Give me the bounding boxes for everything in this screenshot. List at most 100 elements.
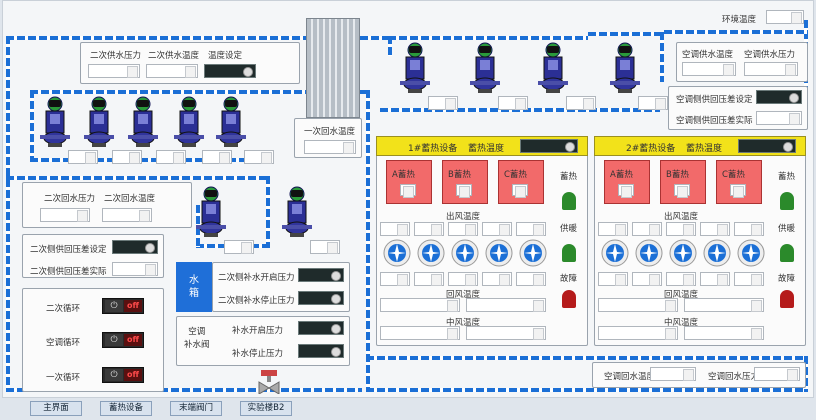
tank-start-pressure-input[interactable] [298, 268, 344, 282]
fan-status-field[interactable] [482, 272, 512, 286]
nav-main-button[interactable]: 主界面 [30, 401, 82, 416]
fan-status-field[interactable] [516, 272, 546, 286]
pump-status-field[interactable] [244, 150, 274, 164]
out-temp-field[interactable] [598, 222, 628, 236]
ac-valve-start-input[interactable] [298, 321, 344, 335]
mid-temp-field[interactable] [684, 326, 764, 340]
ac-valve-stop-input[interactable] [298, 344, 344, 358]
out-temp-field[interactable] [666, 222, 696, 236]
temp-setting-input[interactable] [204, 64, 256, 78]
fan-status-field[interactable] [448, 272, 478, 286]
secondary-return-pressure-field[interactable] [40, 208, 90, 222]
return-temp-field[interactable] [380, 298, 460, 312]
primary-return-temp-field[interactable] [304, 140, 356, 154]
circ-ac-switch[interactable]: ⏻off [102, 332, 144, 348]
fan-icon[interactable] [600, 238, 630, 268]
secondary-diff-setting-input[interactable] [112, 240, 158, 254]
pump-icon[interactable] [196, 186, 226, 238]
tank-stop-pressure-label: 二次侧补水停止压力 [218, 296, 295, 306]
fan-status-field[interactable] [632, 272, 662, 286]
pump-icon[interactable] [282, 186, 312, 238]
ac-return-pressure-field[interactable] [754, 367, 800, 381]
secondary-supply-temp-field[interactable] [146, 64, 198, 78]
secondary-return-temp-field[interactable] [102, 208, 152, 222]
return-temp-field[interactable] [598, 298, 678, 312]
tank-stop-pressure-input[interactable] [298, 291, 344, 305]
return-temp-field[interactable] [684, 298, 764, 312]
fan-status-field[interactable] [380, 272, 410, 286]
ac-supply-pressure-field[interactable] [744, 62, 798, 76]
heater-toggle[interactable] [400, 184, 416, 198]
water-tank[interactable]: 水箱 [176, 262, 212, 312]
pump-status-field[interactable] [310, 240, 340, 254]
out-temp-field[interactable] [516, 222, 546, 236]
heater-toggle[interactable] [730, 184, 746, 198]
nav-valve-button[interactable]: 末端阀门 [170, 401, 222, 416]
ac-diff-actual-field[interactable] [756, 111, 802, 125]
status-heat-lamp [562, 192, 576, 210]
fan-status-field[interactable] [598, 272, 628, 286]
fan-icon[interactable] [450, 238, 480, 268]
heater-toggle[interactable] [512, 184, 528, 198]
pump-status-field[interactable] [566, 96, 596, 110]
fan-icon[interactable] [484, 238, 514, 268]
out-temp-field[interactable] [700, 222, 730, 236]
fan-icon[interactable] [736, 238, 766, 268]
heater-toggle[interactable] [674, 184, 690, 198]
pump-status-field[interactable] [638, 96, 668, 110]
circ-secondary-switch[interactable]: ⏻off [102, 298, 144, 314]
valve-icon[interactable] [258, 370, 280, 394]
fan-icon[interactable] [416, 238, 446, 268]
heater-toggle[interactable] [456, 184, 472, 198]
heater-toggle[interactable] [618, 184, 634, 198]
pump-status-field[interactable] [498, 96, 528, 110]
pump-icon[interactable] [40, 96, 70, 148]
return-temp-field[interactable] [466, 298, 546, 312]
pump-status-field[interactable] [156, 150, 186, 164]
out-temp-field[interactable] [448, 222, 478, 236]
fan-status-field[interactable] [734, 272, 764, 286]
pump-icon[interactable] [174, 96, 204, 148]
fan-status-field[interactable] [666, 272, 696, 286]
storage-temp-input[interactable] [520, 139, 578, 153]
ac-return-temp-field[interactable] [650, 367, 696, 381]
nav-storage-button[interactable]: 蓄热设备 [100, 401, 152, 416]
pump-status-field[interactable] [112, 150, 142, 164]
mid-temp-field[interactable] [598, 326, 678, 340]
secondary-supply-pressure-field[interactable] [88, 64, 140, 78]
fan-icon[interactable] [702, 238, 732, 268]
pump-icon[interactable] [216, 96, 246, 148]
storage-equip-label: 1#蓄热设备 [408, 144, 458, 154]
fan-status-field[interactable] [700, 272, 730, 286]
pump-icon[interactable] [128, 96, 158, 148]
fan-icon[interactable] [382, 238, 412, 268]
out-temp-field[interactable] [632, 222, 662, 236]
pump-icon[interactable] [84, 96, 114, 148]
storage-temp-input[interactable] [738, 139, 796, 153]
fan-status-field[interactable] [414, 272, 444, 286]
pump-icon[interactable] [470, 42, 500, 94]
fan-icon[interactable] [518, 238, 548, 268]
out-temp-field[interactable] [380, 222, 410, 236]
nav-building-button[interactable]: 实验楼B2 [240, 401, 292, 416]
pump-icon[interactable] [400, 42, 430, 94]
tank-label-2: 箱 [189, 288, 199, 299]
ac-diff-setting-input[interactable] [756, 90, 802, 104]
pump-status-field[interactable] [202, 150, 232, 164]
secondary-diff-actual-field[interactable] [112, 262, 158, 276]
pump-status-field[interactable] [68, 150, 98, 164]
pump-icon[interactable] [610, 42, 640, 94]
mid-temp-field[interactable] [380, 326, 460, 340]
out-temp-field[interactable] [414, 222, 444, 236]
ac-supply-temp-field[interactable] [682, 62, 736, 76]
pump-status-field[interactable] [224, 240, 254, 254]
circ-primary-switch[interactable]: ⏻off [102, 367, 144, 383]
fan-icon[interactable] [634, 238, 664, 268]
env-temp-field[interactable] [766, 10, 804, 24]
mid-temp-field[interactable] [466, 326, 546, 340]
fan-icon[interactable] [668, 238, 698, 268]
out-temp-field[interactable] [482, 222, 512, 236]
pump-icon[interactable] [538, 42, 568, 94]
out-temp-field[interactable] [734, 222, 764, 236]
pump-status-field[interactable] [428, 96, 458, 110]
